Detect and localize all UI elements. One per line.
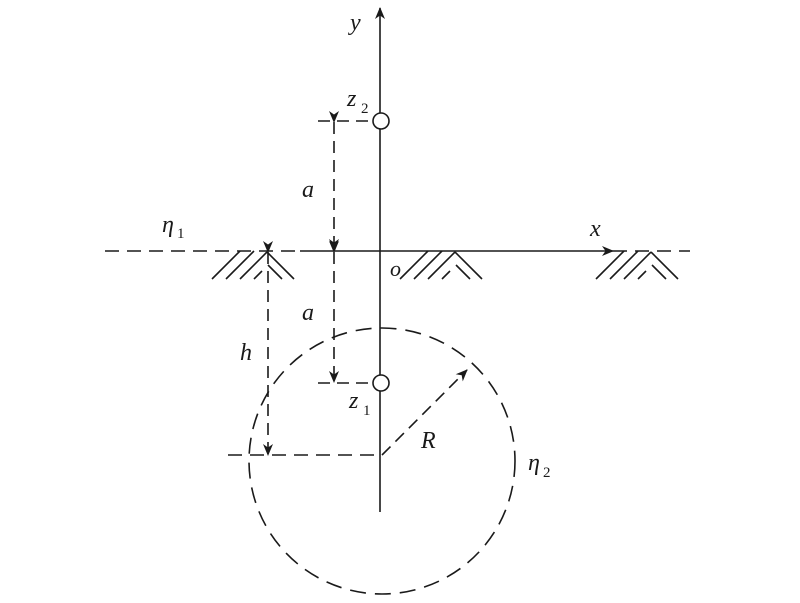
- radius-R: [381, 369, 468, 456]
- y-axis-label: y: [348, 10, 361, 36]
- eta2-label: η 2: [528, 450, 551, 481]
- svg-text:z: z: [348, 388, 359, 414]
- svg-text:z: z: [346, 86, 357, 112]
- svg-text:1: 1: [363, 403, 371, 419]
- ground-hatch-left: [211, 250, 295, 280]
- eta1-label: η 1: [162, 212, 185, 242]
- z2-label: z 2: [346, 86, 369, 117]
- svg-text:2: 2: [543, 465, 551, 481]
- point-z2: [372, 112, 390, 130]
- origin-label: o: [390, 256, 401, 281]
- ground-hatch-center: [399, 250, 483, 280]
- point-z1: [372, 374, 390, 392]
- svg-text:1: 1: [177, 226, 185, 242]
- dimension-h-label: h: [240, 340, 252, 366]
- dimension-a-upper-label: a: [302, 177, 314, 203]
- z1-label: z 1: [348, 388, 371, 419]
- eta2-circle: [248, 327, 516, 595]
- radius-R-label: R: [420, 428, 436, 454]
- svg-text:η: η: [528, 450, 540, 476]
- svg-text:2: 2: [361, 101, 369, 117]
- dimension-a-lower-label: a: [302, 300, 314, 326]
- svg-text:η: η: [162, 212, 174, 238]
- x-axis-label: x: [589, 216, 601, 242]
- ground-hatch-right: [595, 250, 679, 280]
